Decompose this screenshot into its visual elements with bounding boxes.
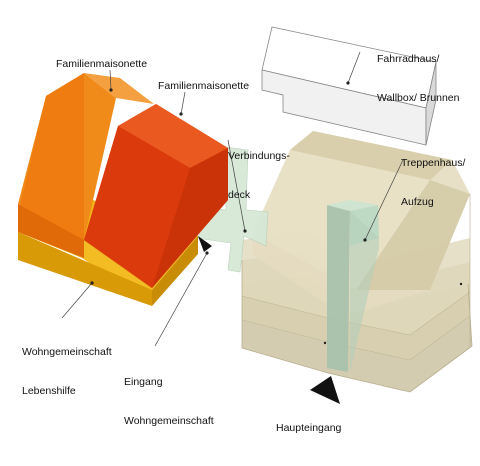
label-wohngemeinschaft-line1: Wohngemeinschaft — [22, 346, 112, 358]
label-eingang-wg: Eingang Wohngemeinschaft — [124, 350, 214, 441]
leader-dots — [90, 81, 463, 345]
label-eingang-wg-line2: Wohngemeinschaft — [124, 415, 214, 427]
label-fahrradhaus: Fahrradhaus/ Wallbox/ Brunnen — [377, 27, 460, 118]
label-verbindungsdeck-line2: deck — [228, 189, 251, 201]
label-verbindungsdeck-line1: Verbindungs- — [228, 150, 290, 162]
wg-entrance-arrow-icon — [198, 236, 212, 252]
label-familienmaisonette-1: Familienmaisonette — [56, 58, 148, 70]
label-fahrradhaus-line1: Fahrradhaus/ — [377, 53, 440, 65]
label-haupteingang: Haupteingang — [276, 422, 342, 434]
stair-core — [327, 200, 379, 372]
leader-lines — [61, 51, 404, 347]
label-treppenhaus-line2: Aufzug — [401, 196, 434, 208]
label-fahrradhaus-line2: Wallbox/ Brunnen — [377, 92, 460, 104]
label-verbindungsdeck: Verbindungs- deck — [228, 124, 290, 215]
maisonette-orange — [18, 73, 154, 258]
main-entrance-arrow-icon — [310, 376, 340, 404]
maisonette-red — [84, 104, 228, 288]
label-treppenhaus: Treppenhaus/ Aufzug — [401, 131, 465, 222]
label-wohngemeinschaft-line2: Lebenshilfe — [22, 385, 76, 397]
label-treppenhaus-line1: Treppenhaus/ — [401, 157, 466, 169]
label-familienmaisonette-2: Familienmaisonette — [158, 80, 250, 92]
label-eingang-wg-line1: Eingang — [124, 376, 163, 388]
label-wohngemeinschaft: Wohngemeinschaft Lebenshilfe — [22, 320, 112, 411]
bike-house-block — [261, 26, 437, 146]
